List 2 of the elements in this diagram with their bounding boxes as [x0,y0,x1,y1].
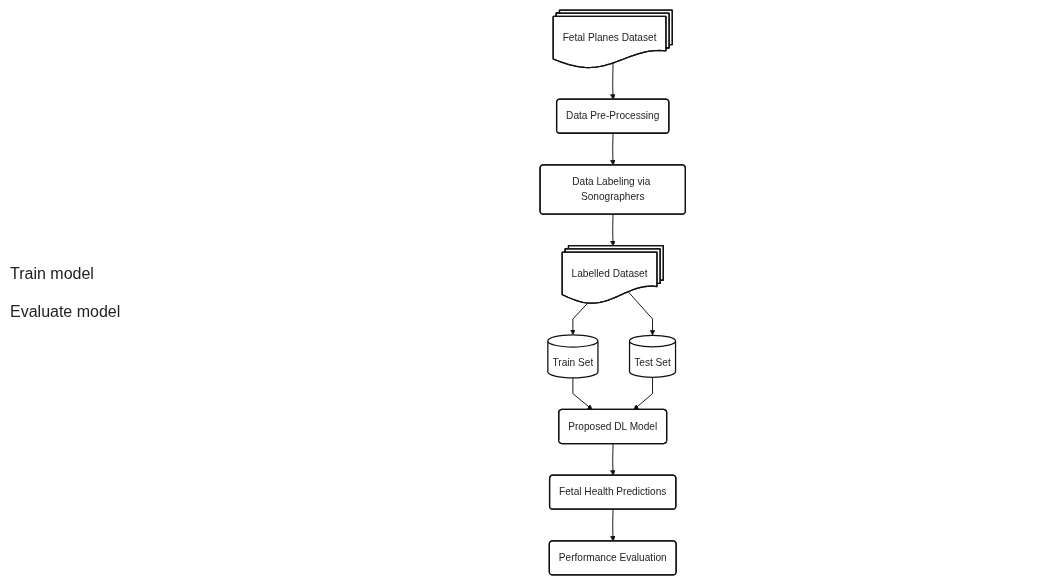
note-label: Train model [10,264,95,283]
note-label: Evaluate model [10,302,122,321]
